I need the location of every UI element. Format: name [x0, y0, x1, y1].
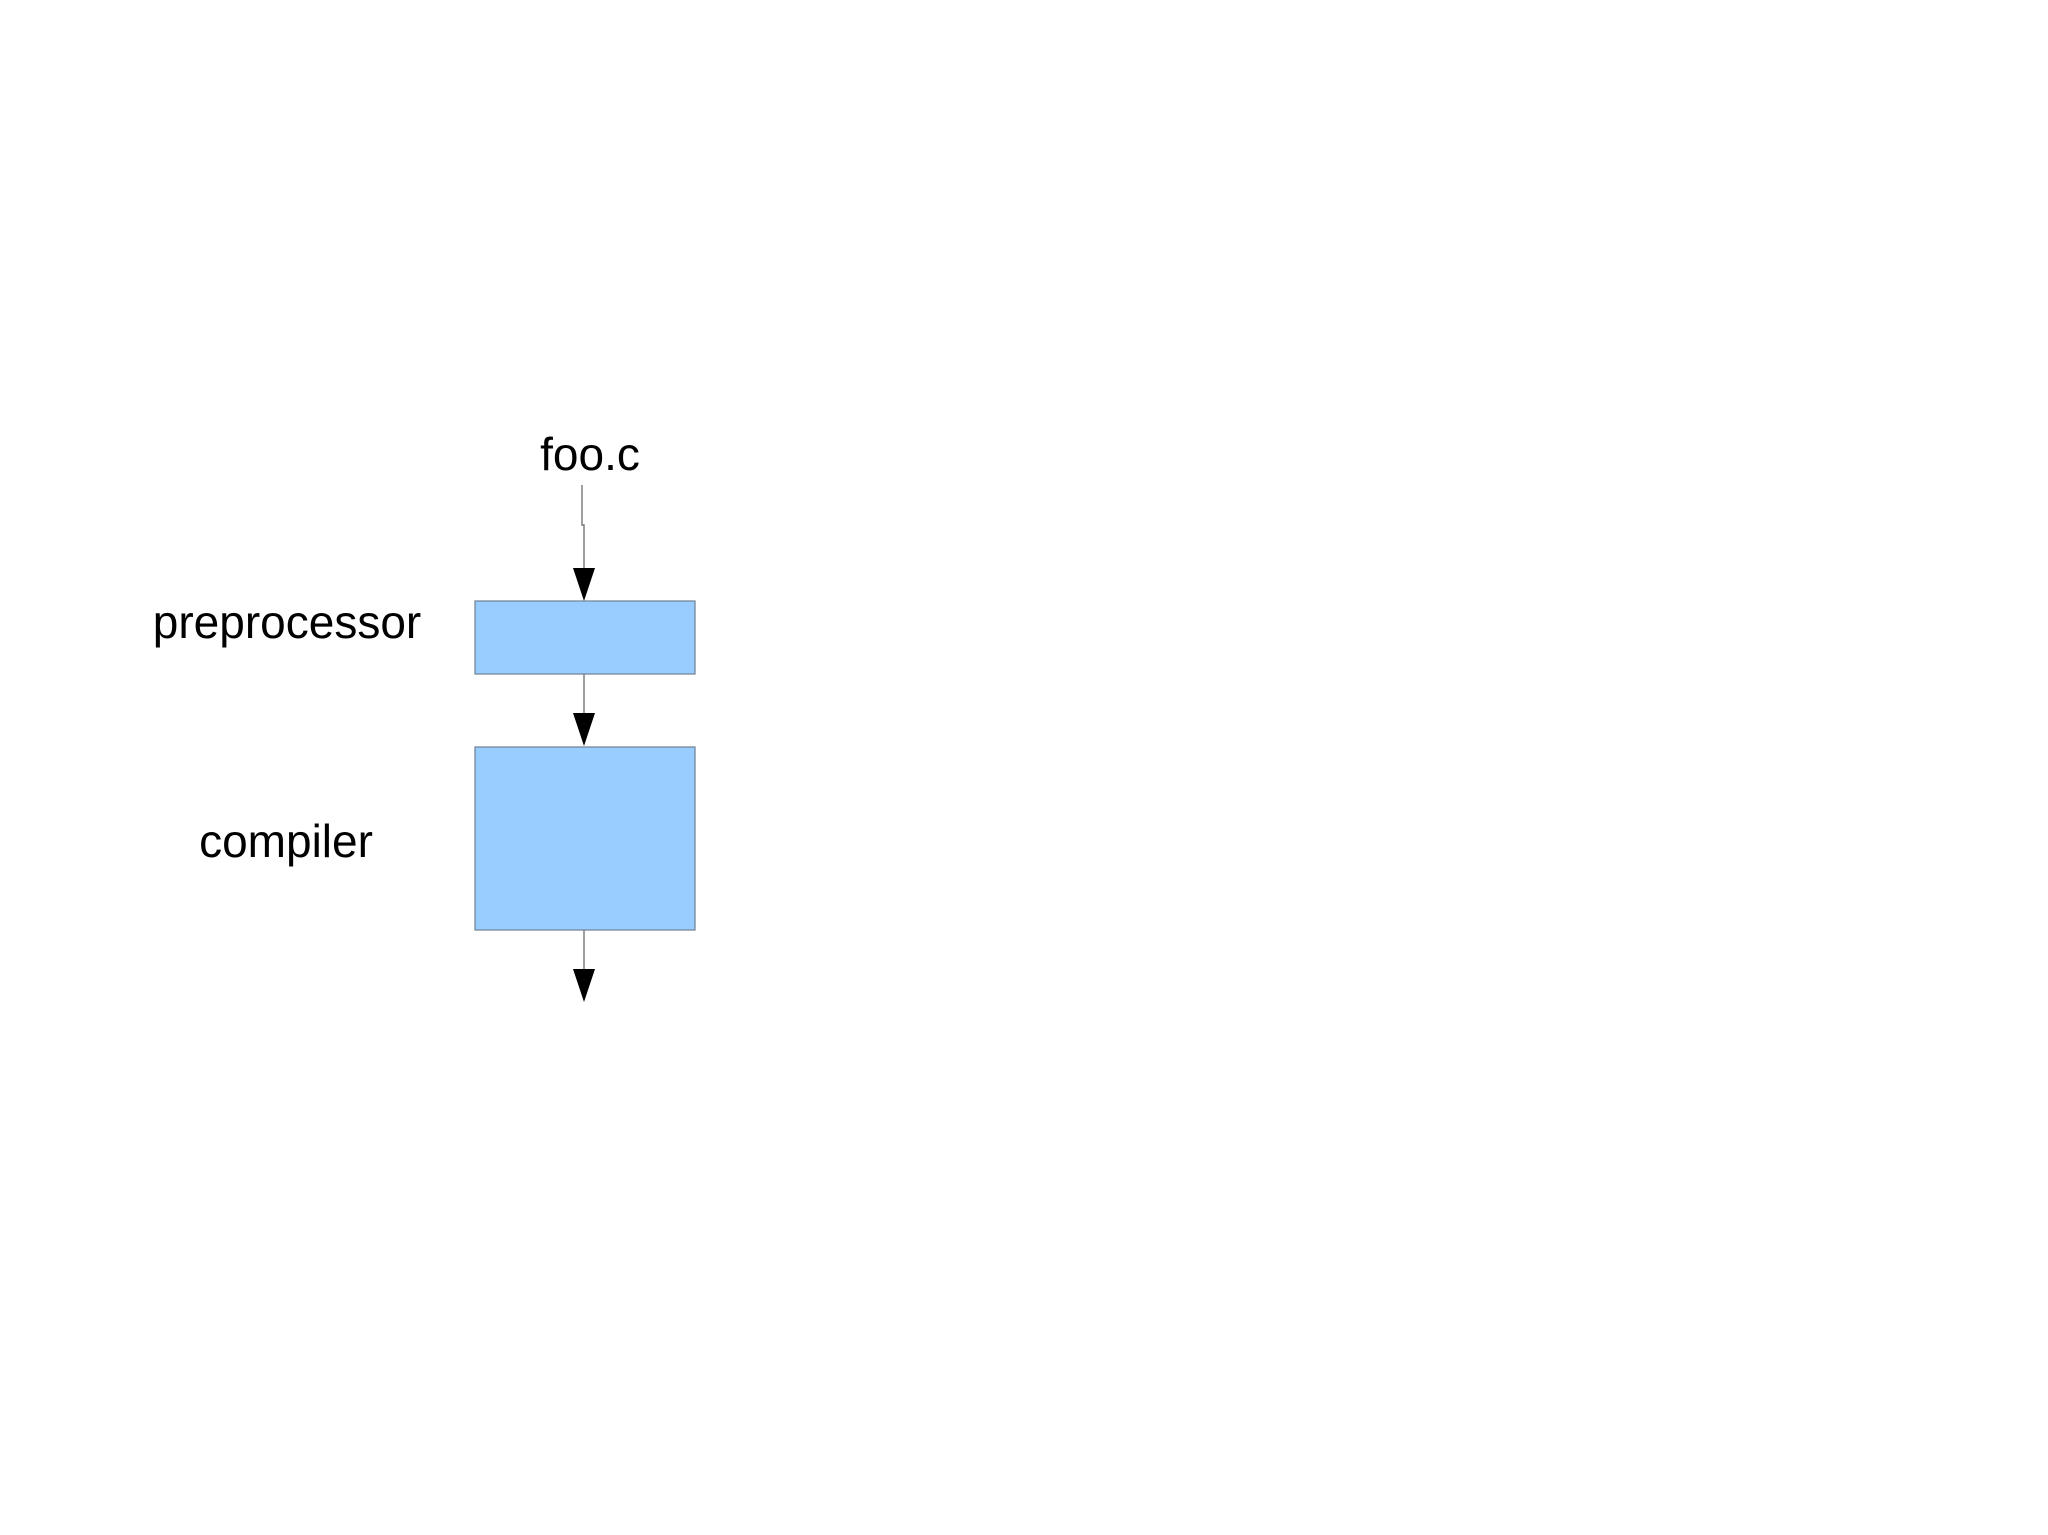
compiler-box [474, 746, 696, 931]
preprocessor-arrowhead-icon [573, 713, 595, 746]
input-connector [581, 485, 585, 570]
input-arrowhead-icon [573, 568, 595, 601]
compiler-label: compiler [199, 815, 373, 867]
preprocessor-box [474, 600, 696, 675]
preprocessor-label: preprocessor [153, 596, 421, 648]
input-file-label: foo.c [540, 428, 640, 480]
output-arrowhead-icon [573, 969, 595, 1002]
